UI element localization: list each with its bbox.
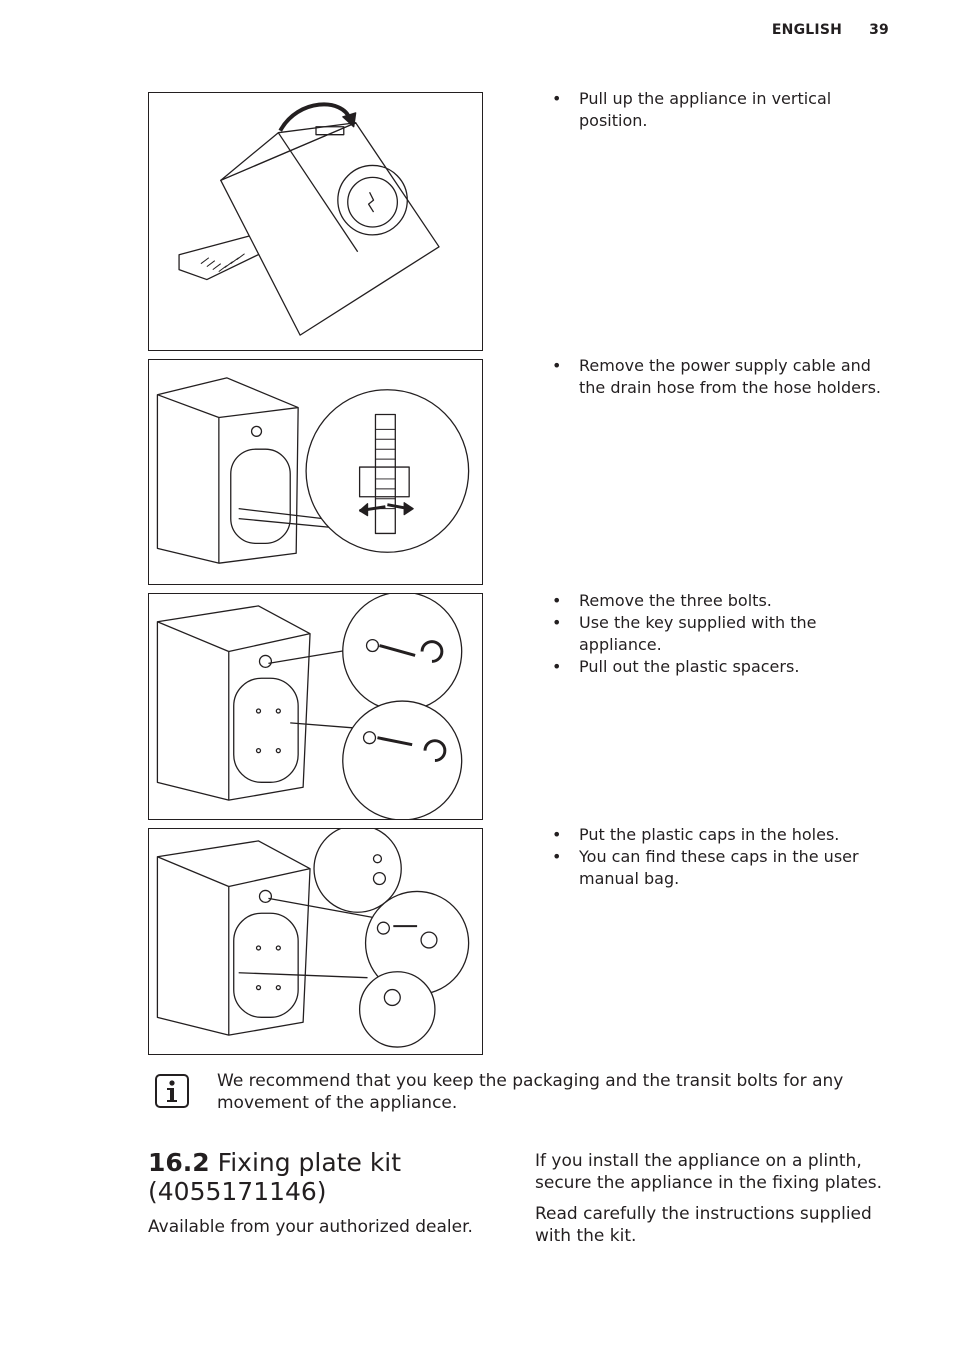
info-note-text: We recommend that you keep the packaging… — [217, 1071, 844, 1113]
step-list-4: Put the plastic caps in the holes. You c… — [552, 824, 892, 890]
step-list-1: Pull up the appliance in vertical positi… — [552, 88, 892, 132]
page-number: 39 — [869, 22, 889, 38]
header-language: ENGLISH — [771, 22, 843, 38]
step-list-2: Remove the power supply cable and the dr… — [552, 355, 892, 399]
page-header: ENGLISH 39 — [772, 22, 889, 38]
step-bullet: Remove the three bolts. — [552, 590, 892, 612]
section-title-text: Fixing plate kit (4055171146) — [148, 1148, 402, 1206]
section-number: 16.2 — [148, 1148, 210, 1177]
appliance-tilted-figure — [148, 92, 483, 351]
hose-holders-illustration — [156, 377, 470, 564]
step-bullet: Remove the power supply cable and the dr… — [552, 355, 892, 399]
section-heading: 16.2 Fixing plate kit (4055171146) — [148, 1148, 508, 1206]
step-bullet: Pull out the plastic spacers. — [552, 656, 892, 678]
section-right-paragraph-2: Read carefully the instructions supplied… — [535, 1204, 872, 1246]
section-right-paragraph-1: If you install the appliance on a plinth… — [535, 1151, 883, 1193]
transit-bolts-figure — [148, 593, 483, 820]
hose-holders-figure — [148, 359, 483, 585]
appliance-tilted-illustration — [178, 102, 440, 336]
info-icon — [155, 1074, 189, 1108]
step-bullet: Use the key supplied with the appliance. — [552, 612, 892, 656]
section-left-paragraph: Available from your authorized dealer. — [148, 1217, 473, 1237]
plastic-caps-figure — [148, 828, 483, 1055]
step-bullet: You can find these caps in the user manu… — [552, 846, 892, 890]
transit-bolts-illustration — [156, 594, 463, 819]
step-list-3: Remove the three bolts. Use the key supp… — [552, 590, 892, 678]
step-bullet: Pull up the appliance in vertical positi… — [552, 88, 892, 132]
step-bullet: Put the plastic caps in the holes. — [552, 824, 892, 846]
plastic-caps-illustration — [156, 829, 470, 1048]
